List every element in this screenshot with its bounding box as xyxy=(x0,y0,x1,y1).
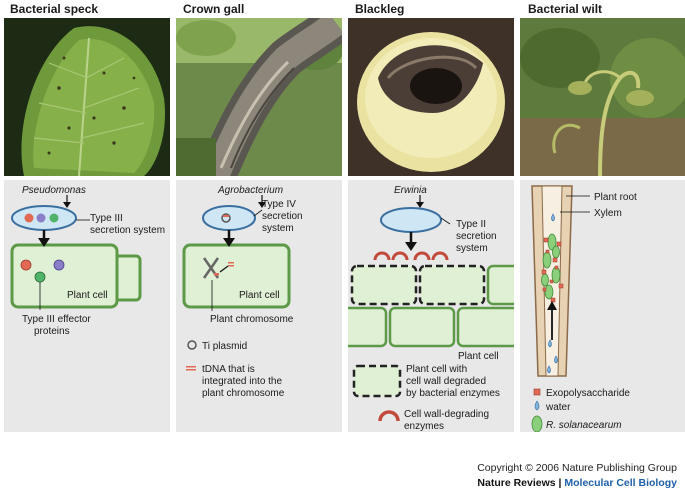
eps-icon xyxy=(533,388,541,396)
secretion-label-1: Type III xyxy=(90,213,123,224)
diagram-bacterial-speck: Pseudomonas Type III secretion system Pl… xyxy=(4,180,170,432)
plant-cell-label: Plant cell xyxy=(67,290,108,301)
plant-root-label: Plant root xyxy=(594,192,637,203)
plant-cell xyxy=(182,243,291,309)
journal-credit: Nature Reviews | Molecular Cell Biology xyxy=(477,477,677,489)
photo-blackleg-potato xyxy=(348,18,514,176)
legend-degraded-2: cell wall degraded xyxy=(406,376,486,387)
legend-tdna-3: plant chromosome xyxy=(202,388,285,399)
organism-label: Erwinia xyxy=(394,185,427,196)
legend-eps-label: Exopolysaccharide xyxy=(546,388,630,399)
secretion-label-3: system xyxy=(456,243,488,254)
plant-cell-label: Plant cell xyxy=(239,290,280,301)
bacterium-vesicle xyxy=(202,205,256,231)
effector-label-1: Type III effector xyxy=(22,314,91,325)
legend-degraded-1: Plant cell with xyxy=(406,364,467,375)
journal-prefix: Nature Reviews | xyxy=(477,477,565,489)
degraded-cell xyxy=(418,264,486,306)
legend-enzyme-1: Cell wall-degrading xyxy=(404,409,489,420)
secretion-label-1: Type II xyxy=(456,219,486,230)
effector-label-2: proteins xyxy=(34,326,70,337)
diagram-bacterial-wilt: Plant root Xylem Exopolysaccharide water… xyxy=(520,180,685,433)
organism-label: Pseudomonas xyxy=(22,185,86,196)
panel-title-bacterial-speck: Bacterial speck xyxy=(10,2,99,16)
xylem-label: Xylem xyxy=(594,208,622,219)
secretion-label-2: secretion xyxy=(456,231,497,242)
bacterium-icon xyxy=(531,415,543,433)
legend-enzyme-2: enzymes xyxy=(404,421,444,432)
diagram-blackleg: Erwinia Type II secretion system Plant c… xyxy=(338,180,520,432)
photo-crown-gall-vine xyxy=(176,18,342,176)
plant-cell xyxy=(388,306,456,348)
ti-plasmid-icon xyxy=(187,340,197,350)
plant-cell xyxy=(10,243,119,309)
legend-tdna-2: integrated into the xyxy=(202,376,282,387)
secretion-label-2: secretion xyxy=(262,211,303,222)
legend-degraded-3: by bacterial enzymes xyxy=(406,388,500,399)
organism-label: Agrobacterium xyxy=(217,185,283,196)
bacterium-vesicle xyxy=(380,207,442,233)
panel-title-blackleg: Blackleg xyxy=(355,2,405,16)
legend-plasmid-label: Ti plasmid xyxy=(202,341,247,352)
plant-cell-label: Plant cell xyxy=(458,351,499,362)
secretion-label-3: system xyxy=(262,223,294,234)
water-icon xyxy=(534,400,540,411)
panel-title-crown-gall: Crown gall xyxy=(183,2,245,16)
journal-name: Molecular Cell Biology xyxy=(564,477,677,489)
diagram-crown-gall: Agrobacterium Type IV secretion system P… xyxy=(176,180,342,432)
copyright-text: Copyright © 2006 Nature Publishing Group xyxy=(477,462,677,474)
photo-bacterial-wilt-plant xyxy=(520,18,685,176)
tdna-icon xyxy=(186,366,196,368)
secretion-label-2: secretion system xyxy=(90,225,165,236)
legend-enzyme-icon xyxy=(378,410,400,422)
legend-bacterium-label: R. solanacearum xyxy=(546,420,622,431)
degraded-cell xyxy=(350,264,418,306)
legend-tdna-1: tDNA that is xyxy=(202,364,255,375)
photo-bacterial-speck-leaf xyxy=(4,18,170,176)
legend-water-label: water xyxy=(545,402,571,413)
panel-title-bacterial-wilt: Bacterial wilt xyxy=(528,2,603,16)
plant-chromosome-label: Plant chromosome xyxy=(210,314,294,325)
secretion-label-1: Type IV xyxy=(262,199,296,210)
legend-degraded-icon xyxy=(352,364,402,398)
